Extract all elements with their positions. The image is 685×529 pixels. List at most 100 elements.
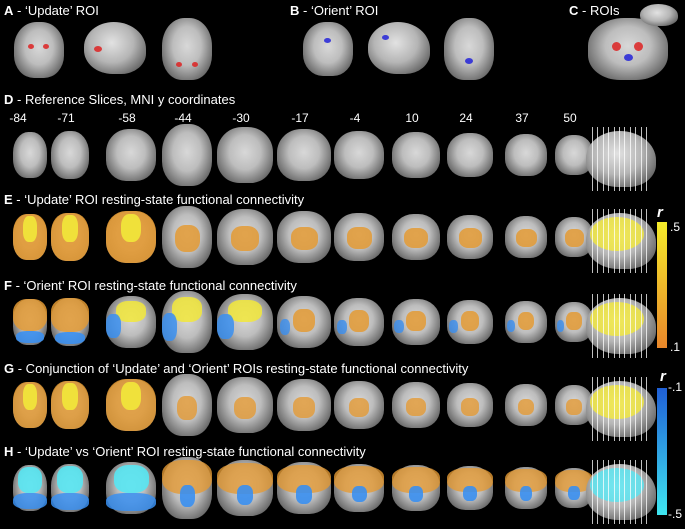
slice-position-line	[608, 294, 610, 358]
slice-position-line	[646, 209, 647, 273]
slice-position-line	[619, 209, 620, 273]
slice-position-line	[640, 377, 642, 441]
slice-position-line	[640, 127, 642, 191]
update-vs-orient-slice--30	[217, 460, 273, 516]
update-vs-orient-slice-10	[392, 465, 440, 511]
slice-position-line	[619, 127, 620, 191]
update-roi-coronal-view	[14, 22, 64, 78]
slice-position-line	[602, 460, 604, 524]
orient-roi-coronal-view	[303, 22, 353, 76]
orient-slice--17	[277, 296, 331, 348]
slice-label-50: 50	[563, 111, 577, 125]
slice-position-line	[635, 127, 637, 191]
update-slice--71	[51, 213, 89, 261]
slice-label--84: -84	[9, 111, 27, 125]
slice-position-line	[602, 127, 604, 191]
orient-roi-axial-view	[444, 18, 494, 80]
reference-slice--84	[13, 132, 47, 178]
slice-position-line	[597, 294, 599, 358]
slice-position-line	[624, 294, 626, 358]
update-vs-orient-slice--58	[106, 462, 156, 514]
slice-position-line	[597, 460, 599, 524]
conjunction-slice--4	[334, 381, 384, 429]
orient-slice-10	[392, 299, 440, 345]
positive-colorbar-label: r	[657, 204, 663, 221]
slice-position-line	[646, 294, 647, 358]
panel-g-title: G - Conjunction of ‘Update’ and ‘Orient’…	[4, 361, 469, 376]
orient-slice--44	[162, 291, 212, 353]
slice-position-line	[624, 377, 626, 441]
slice-position-line	[597, 377, 599, 441]
panel-c-title: C - ROIs	[569, 3, 620, 18]
negative-colorbar-min: -.5	[668, 507, 683, 521]
slice-position-line	[613, 127, 615, 191]
rois-inset-sagittal	[640, 4, 678, 26]
positive-colorbar	[657, 222, 667, 348]
slice-label--30: -30	[232, 111, 250, 125]
reference-slice--71	[51, 131, 89, 179]
orient-slice--4	[334, 298, 384, 346]
panel-b-title: B - ‘Orient’ ROI	[290, 3, 379, 18]
slice-position-line	[608, 209, 610, 273]
conjunction-slice--17	[277, 379, 331, 431]
slice-position-line	[608, 127, 610, 191]
panel-d-title: D - Reference Slices, MNI y coordinates	[4, 92, 236, 107]
negative-colorbar	[657, 388, 667, 515]
slice-position-line	[592, 294, 593, 358]
slice-position-line	[624, 209, 626, 273]
update-vs-orient-slice--17	[277, 462, 331, 514]
slice-position-line	[646, 460, 647, 524]
update-vs-orient-slice-37	[505, 467, 547, 509]
conjunction-slice--44	[162, 374, 212, 436]
slice-position-line	[646, 127, 647, 191]
update-slice--30	[217, 209, 273, 265]
negative-colorbar-max: -.1	[668, 380, 683, 394]
reference-sagittal-reference	[586, 127, 656, 191]
update-vs-orient-slice--71	[51, 464, 89, 512]
orient-slice--58	[106, 296, 156, 348]
update-vs-orient-slice--84	[13, 465, 47, 511]
panel-h-title: H - ‘Update’ vs ‘Orient’ ROI resting-sta…	[4, 444, 366, 459]
slice-position-line	[602, 377, 604, 441]
orient-slice--30	[217, 294, 273, 350]
slice-position-line	[640, 460, 642, 524]
conjunction-sagittal-reference	[586, 377, 656, 441]
slice-position-line	[613, 460, 615, 524]
slice-position-line	[640, 294, 642, 358]
slice-position-line	[619, 460, 620, 524]
slice-position-line	[640, 209, 642, 273]
slice-position-line	[592, 460, 593, 524]
slice-label-37: 37	[515, 111, 529, 125]
slice-position-line	[602, 294, 604, 358]
update-roi-sagittal-view	[84, 22, 146, 74]
orient-slice--71	[51, 298, 89, 346]
panel-e-title: E - ‘Update’ ROI resting-state functiona…	[4, 192, 305, 207]
conjunction-slice-10	[392, 382, 440, 428]
slice-position-line	[629, 294, 631, 358]
update-slice--58	[106, 211, 156, 263]
update-slice-37	[505, 216, 547, 258]
update-slice--17	[277, 211, 331, 263]
reference-slice--58	[106, 129, 156, 181]
slice-position-line	[592, 377, 593, 441]
slice-position-line	[635, 460, 637, 524]
update-sagittal-reference	[586, 209, 656, 273]
conjunction-slice-37	[505, 384, 547, 426]
slice-position-line	[624, 127, 626, 191]
slice-position-line	[629, 209, 631, 273]
update-vs-orient-sagittal-reference	[586, 460, 656, 524]
slice-label--4: -4	[349, 111, 361, 125]
slice-position-line	[613, 377, 615, 441]
positive-colorbar-min: .1	[670, 340, 681, 354]
reference-slice--30	[217, 127, 273, 183]
slice-position-line	[608, 377, 610, 441]
slice-position-line	[592, 127, 593, 191]
conjunction-slice--30	[217, 377, 273, 433]
negative-colorbar-label: r	[660, 368, 666, 385]
slice-position-line	[613, 209, 615, 273]
reference-slice-24	[447, 133, 493, 177]
slice-position-line	[646, 377, 647, 441]
slice-position-line	[635, 377, 637, 441]
reference-slice-10	[392, 132, 440, 178]
panel-f-title: F - ‘Orient’ ROI resting-state functiona…	[4, 278, 297, 293]
